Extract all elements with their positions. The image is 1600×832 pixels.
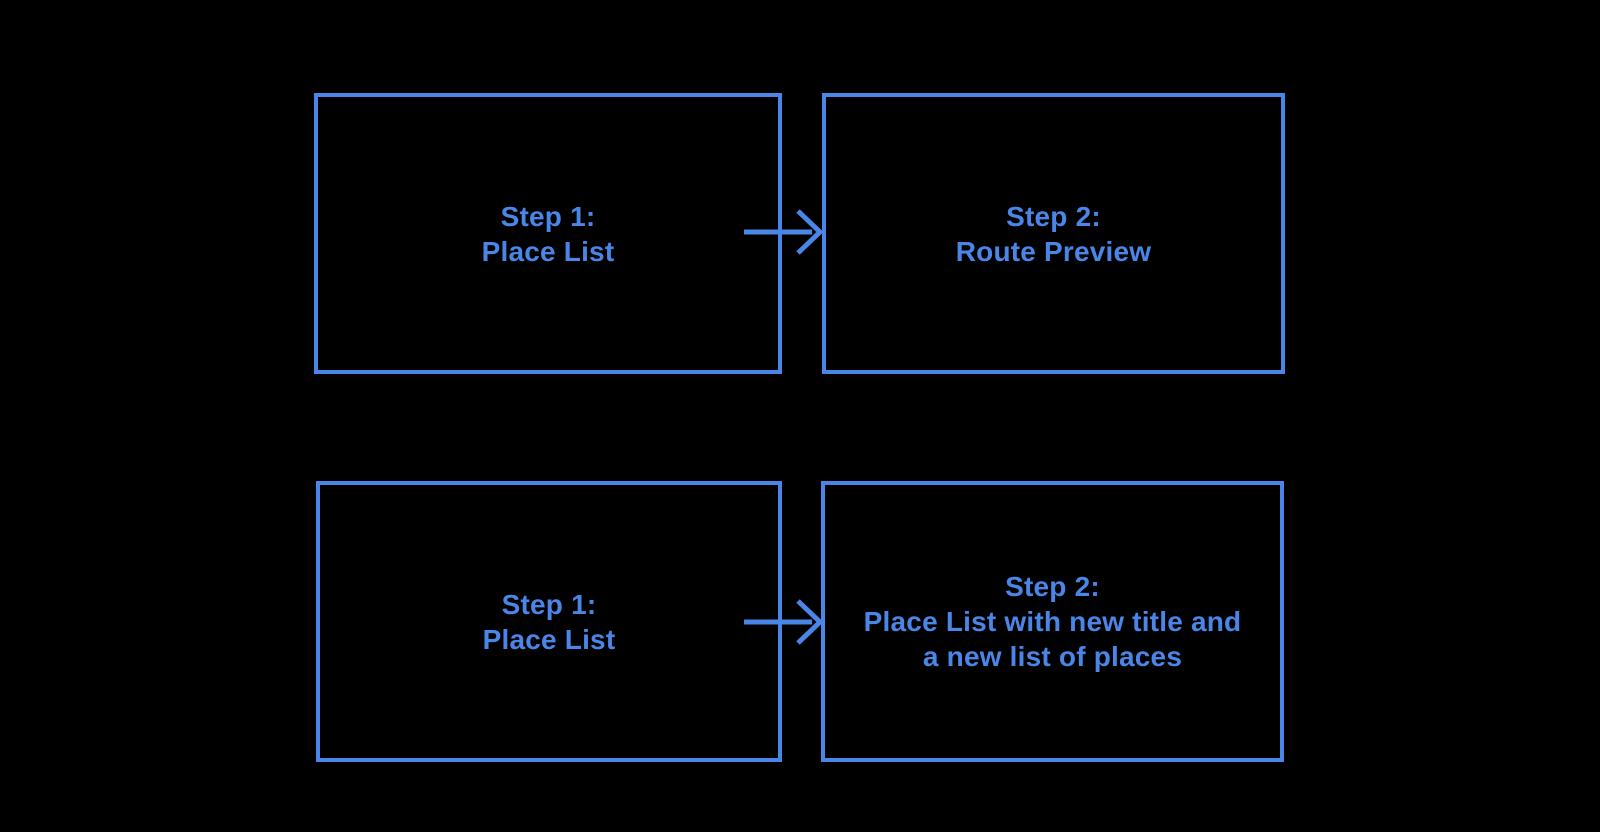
step-label-line: Place List: [481, 235, 615, 267]
flow1-step1-box: Step 1: Place List: [314, 93, 782, 374]
flow2-step1-box: Step 1: Place List: [316, 481, 782, 762]
arrow-right-icon: [744, 599, 824, 645]
step-label-line: Step 1:: [500, 200, 596, 232]
step-label-line: Step 1:: [501, 588, 597, 620]
step-label-line: Step 2:: [1006, 200, 1101, 232]
flow2-step2-box: Step 2: Place List with new title and a …: [821, 481, 1284, 762]
step-label-line: Step 2:: [1005, 571, 1100, 602]
step-label-line: a new list of places: [922, 641, 1183, 672]
step-label-line: Place List: [482, 623, 616, 655]
flow1-step2-box: Step 2: Route Preview: [822, 93, 1285, 374]
step-label-line: Route Preview: [955, 235, 1152, 267]
step-label-line: Place List with new title and: [863, 606, 1242, 637]
arrow-right-icon: [744, 209, 824, 255]
